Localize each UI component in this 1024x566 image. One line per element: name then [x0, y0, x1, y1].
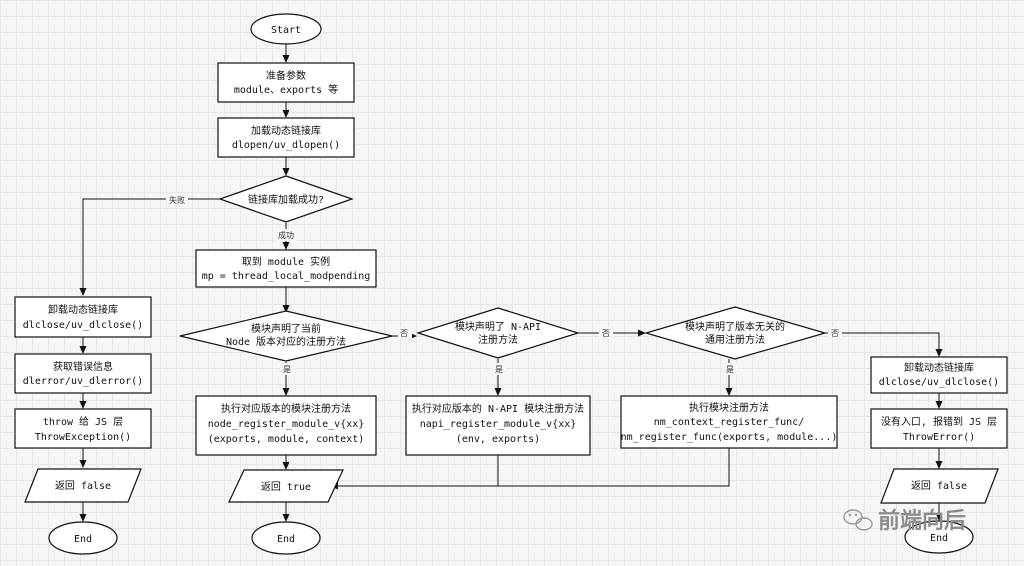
exec-napi-line-2: napi_register_module_v{xx} [420, 419, 577, 430]
exec-node-version: 执行对应版本的模块注册方法 node_register_module_v{xx}… [195, 395, 377, 456]
exec-generic-line-1: 执行模块注册方法 [689, 401, 769, 414]
throw-left-node: throw 给 JS 层 ThrowException() [14, 408, 152, 449]
edge-dgeneric-unload-right [825, 332, 943, 357]
get-error-line-1: 获取错误信息 [53, 360, 113, 373]
end-left-text: End [74, 534, 92, 545]
decision-napi: 模块声明了 N-API 注册方法 [415, 307, 581, 359]
edge-execnapi-returntrue [330, 455, 499, 490]
get-module-node: 取到 module 实例 mp = thread_local_modpendin… [195, 249, 377, 288]
decision-napi-line-1: 模块声明了 N-API [455, 320, 541, 333]
prepare-node: 准备参数 module、exports 等 [217, 62, 355, 103]
end-left-node: End [48, 521, 118, 555]
check-load-decision: 链接库加载成功? [218, 175, 354, 223]
success-label: 成功 [278, 230, 294, 240]
check-load-text: 链接库加载成功? [248, 193, 324, 206]
unload-left-line-2: dlclose/uv_dlclose() [23, 320, 143, 331]
end-middle-text: End [277, 534, 295, 545]
throw-right-line-2: ThrowError() [903, 432, 975, 443]
prepare-line-1: 准备参数 [266, 69, 306, 82]
exec-napi: 执行对应版本的 N-API 模块注册方法 napi_register_modul… [405, 395, 591, 456]
decision-generic: 模块声明了版本无关的 通用注册方法 [643, 306, 828, 360]
return-true-node: 返回 true [228, 469, 344, 503]
decision-node-line-1: 模块声明了当前 [251, 322, 321, 335]
return-false-left-node: 返回 false [24, 468, 142, 503]
unload-right-line-2: dlclose/uv_dlclose() [879, 377, 999, 388]
yes-label-generic: 是 [726, 365, 734, 374]
decision-node-version: 模块声明了当前 Node 版本对应的注册方法 [179, 310, 393, 362]
end-right-text: End [930, 533, 948, 544]
exec-node-line-2: node_register_module_v{xx} [208, 419, 365, 430]
no-label-napi: 否 [602, 329, 610, 338]
get-module-line-1: 取到 module 实例 [242, 255, 330, 268]
start-text: Start [271, 25, 301, 36]
yes-label-napi: 是 [495, 365, 503, 374]
no-label-node: 否 [400, 329, 408, 338]
end-middle-node: End [251, 521, 321, 555]
throw-left-line-1: throw 给 JS 层 [43, 415, 123, 428]
decision-napi-line-2: 注册方法 [478, 333, 518, 346]
no-label-generic: 否 [831, 329, 839, 338]
throw-right-node: 没有入口, 报错到 JS 层 ThrowError() [870, 408, 1008, 449]
get-error-line-2: dlerror/uv_dlerror() [23, 376, 143, 387]
wechat-icon [843, 509, 873, 531]
unload-right-line-1: 卸载动态链接库 [904, 361, 974, 374]
unload-right-node: 卸载动态链接库 dlclose/uv_dlclose() [870, 356, 1008, 394]
decision-generic-line-1: 模块声明了版本无关的 [685, 320, 785, 333]
load-lib-line-2: dlopen/uv_dlopen() [232, 140, 340, 151]
exec-generic-line-3: nm_register_func(exports, module...) [621, 432, 838, 443]
unload-left-line-1: 卸载动态链接库 [48, 303, 118, 316]
prepare-line-2: module、exports 等 [234, 83, 338, 96]
decision-node-line-2: Node 版本对应的注册方法 [226, 335, 346, 348]
edge-execgeneric-returntrue [498, 448, 730, 487]
exec-generic-line-2: nm_context_register_func/ [654, 417, 805, 428]
throw-left-line-2: ThrowException() [35, 432, 131, 443]
throw-right-line-1: 没有入口, 报错到 JS 层 [881, 415, 997, 428]
get-error-node: 获取错误信息 dlerror/uv_dlerror() [14, 353, 152, 394]
decision-generic-line-2: 通用注册方法 [705, 333, 765, 346]
fail-label: 失败 [169, 195, 185, 205]
exec-napi-line-1: 执行对应版本的 N-API 模块注册方法 [412, 402, 584, 415]
load-lib-line-1: 加载动态链接库 [251, 124, 321, 137]
return-false-left-text: 返回 false [55, 480, 111, 492]
unload-left-node: 卸载动态链接库 dlclose/uv_dlclose() [14, 296, 152, 338]
load-lib-node: 加载动态链接库 dlopen/uv_dlopen() [217, 117, 355, 158]
edges [79, 44, 943, 522]
end-right-node: End [904, 520, 974, 554]
start-node: Start [250, 13, 322, 45]
watermark: 前端向后 [843, 508, 966, 534]
exec-node-line-1: 执行对应版本的模块注册方法 [221, 402, 351, 415]
get-module-line-2: mp = thread_local_modpending [202, 271, 371, 282]
return-false-right-text: 返回 false [911, 480, 967, 492]
exec-napi-line-3: (env, exports) [456, 434, 540, 445]
edge-labels: 失败 成功 否 否 否 是 是 是 [166, 193, 842, 375]
return-false-right-node: 返回 false [880, 468, 999, 504]
exec-generic: 执行模块注册方法 nm_context_register_func/ nm_re… [620, 395, 838, 449]
return-true-text: 返回 true [261, 481, 311, 493]
yes-label-node: 是 [283, 365, 291, 374]
watermark-text: 前端向后 [878, 508, 966, 534]
exec-node-line-3: (exports, module, context) [208, 434, 365, 445]
